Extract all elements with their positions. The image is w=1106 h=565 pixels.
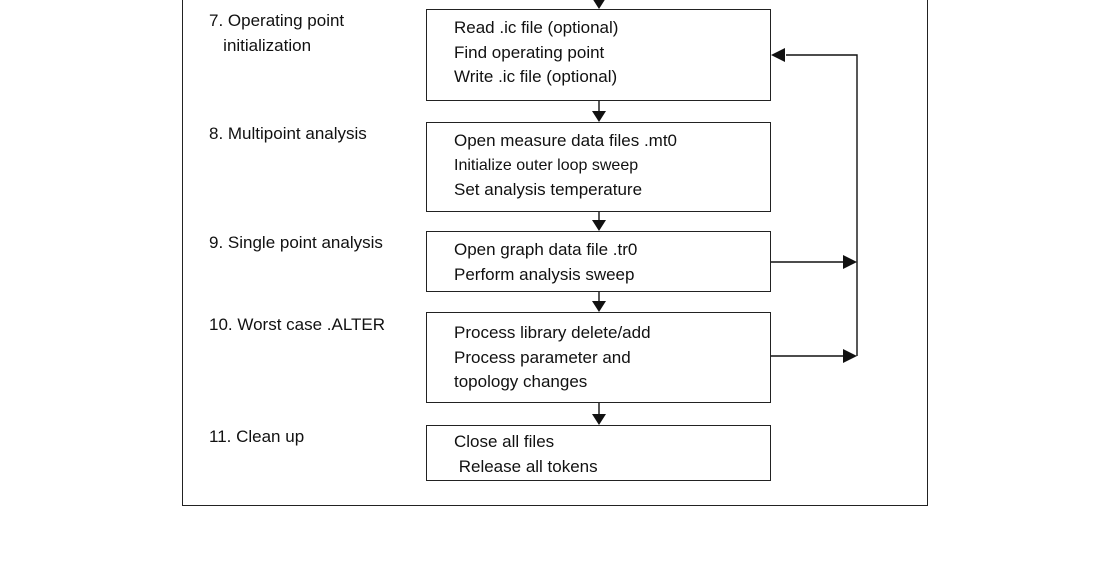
flowchart-frame [182, 0, 928, 506]
step-11-line-2: Release all tokens [454, 456, 598, 476]
step-9-line-2: Perform analysis sweep [454, 264, 635, 284]
step-10-box: Process library delete/add Process param… [426, 312, 771, 403]
step-8-label: 8. Multipoint analysis [209, 124, 367, 143]
step-8-box: Open measure data files .mt0 Initialize … [426, 122, 771, 212]
step-10-label: 10. Worst case .ALTER [209, 315, 386, 334]
step-9-box: Open graph data file .tr0 Perform analys… [426, 231, 771, 292]
step-7-line-1: Read .ic file (optional) [454, 18, 619, 37]
step-11-label: 11. Clean up [209, 427, 305, 446]
step-7-line-2: Find operating point [454, 42, 605, 62]
step-7-box: Read .ic file (optional) Find operating … [426, 9, 771, 101]
step-7-line-3: Write .ic file (optional) [454, 67, 618, 86]
step-10-line-1: Process library delete/add [454, 323, 651, 342]
step-9-line-1: Open graph data file .tr0 [454, 240, 638, 259]
step-10-line-3: topology changes [454, 372, 588, 391]
step-10-line-2: Process parameter and [454, 347, 631, 367]
step-8-line-1: Open measure data files .mt0 [454, 131, 678, 150]
step-8-line-3: Set analysis temperature [454, 180, 643, 199]
step-9-label: 9. Single point analysis [209, 233, 383, 252]
step-11-box: Close all files Release all tokens [426, 425, 771, 481]
step-7-label: 7. Operating point initialization [209, 11, 345, 55]
step-11-line-1: Close all files [454, 432, 555, 451]
step-8-line-2: Initialize outer loop sweep [454, 156, 639, 174]
